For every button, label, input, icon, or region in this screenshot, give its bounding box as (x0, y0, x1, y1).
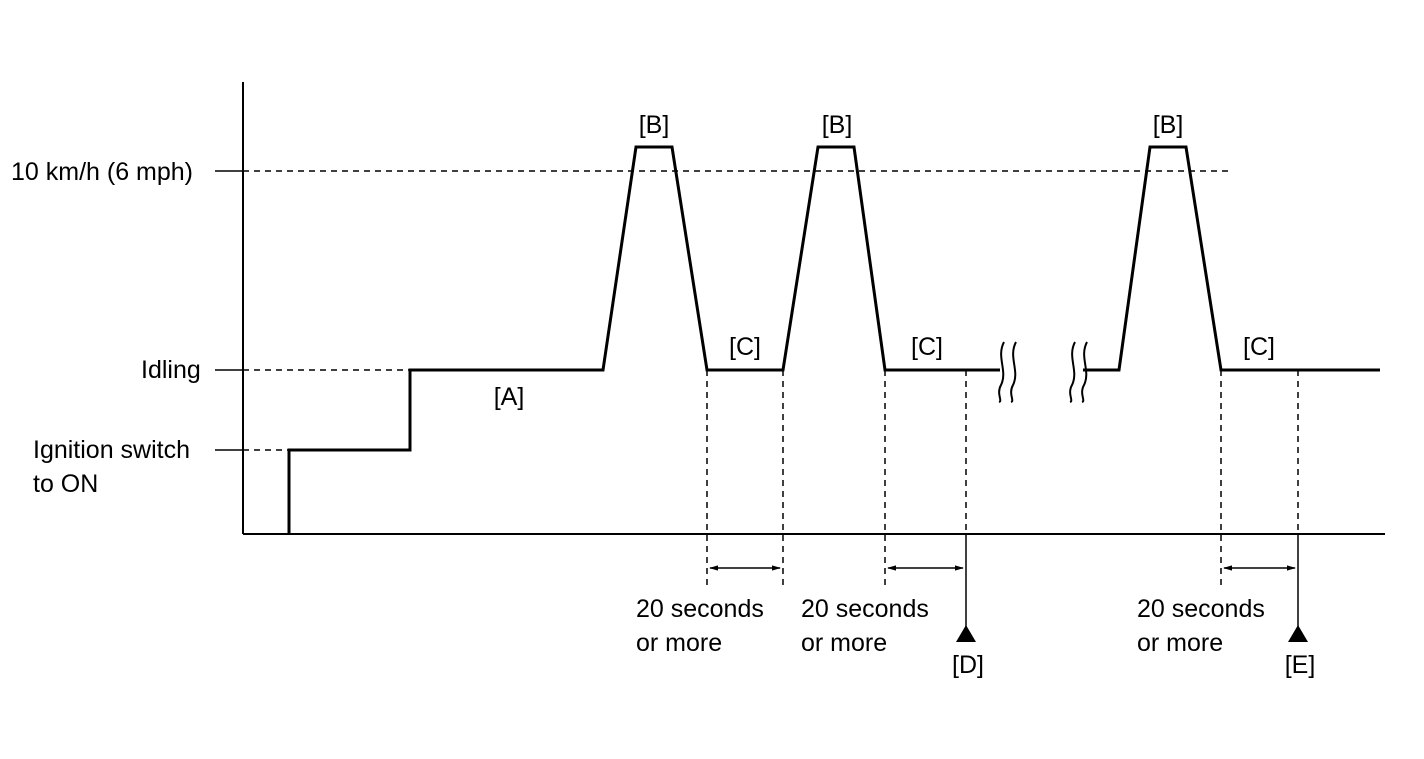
phase-b-label-1: [B] (639, 111, 670, 139)
duration-1-line2: or more (636, 629, 722, 657)
d-marker-triangle (956, 625, 976, 642)
duration-3-line2: or more (1137, 629, 1223, 657)
phase-b-label-3: [B] (1153, 111, 1184, 139)
duration-1-line1: 20 seconds (636, 595, 764, 623)
speed-profile-part-2 (1083, 145, 1380, 372)
break-mark-2b (1081, 341, 1088, 403)
break-mark-2a (1069, 341, 1076, 403)
phase-a-label: [A] (494, 383, 525, 411)
break-mark-1a (998, 341, 1005, 403)
phase-d-label: [D] (952, 651, 984, 679)
phase-e-label: [E] (1285, 651, 1316, 679)
break-mark-1b (1010, 341, 1017, 403)
phase-c-label-2: [C] (911, 333, 943, 361)
speed-level-label: 10 km/h (6 mph) (11, 158, 193, 186)
duration-3-line1: 20 seconds (1137, 595, 1265, 623)
phase-c-label-3: [C] (1243, 333, 1275, 361)
phase-c-label-1: [C] (729, 333, 761, 361)
phase-b-label-2: [B] (822, 111, 853, 139)
idling-level-label: Idling (141, 356, 201, 384)
duration-2-line1: 20 seconds (801, 595, 929, 623)
ignition-level-label-line1: Ignition switch (33, 436, 190, 464)
speed-profile-part-1 (287, 145, 1000, 534)
e-marker-triangle (1288, 625, 1308, 642)
duration-2-line2: or more (801, 629, 887, 657)
ignition-level-label-line2: to ON (33, 470, 98, 498)
